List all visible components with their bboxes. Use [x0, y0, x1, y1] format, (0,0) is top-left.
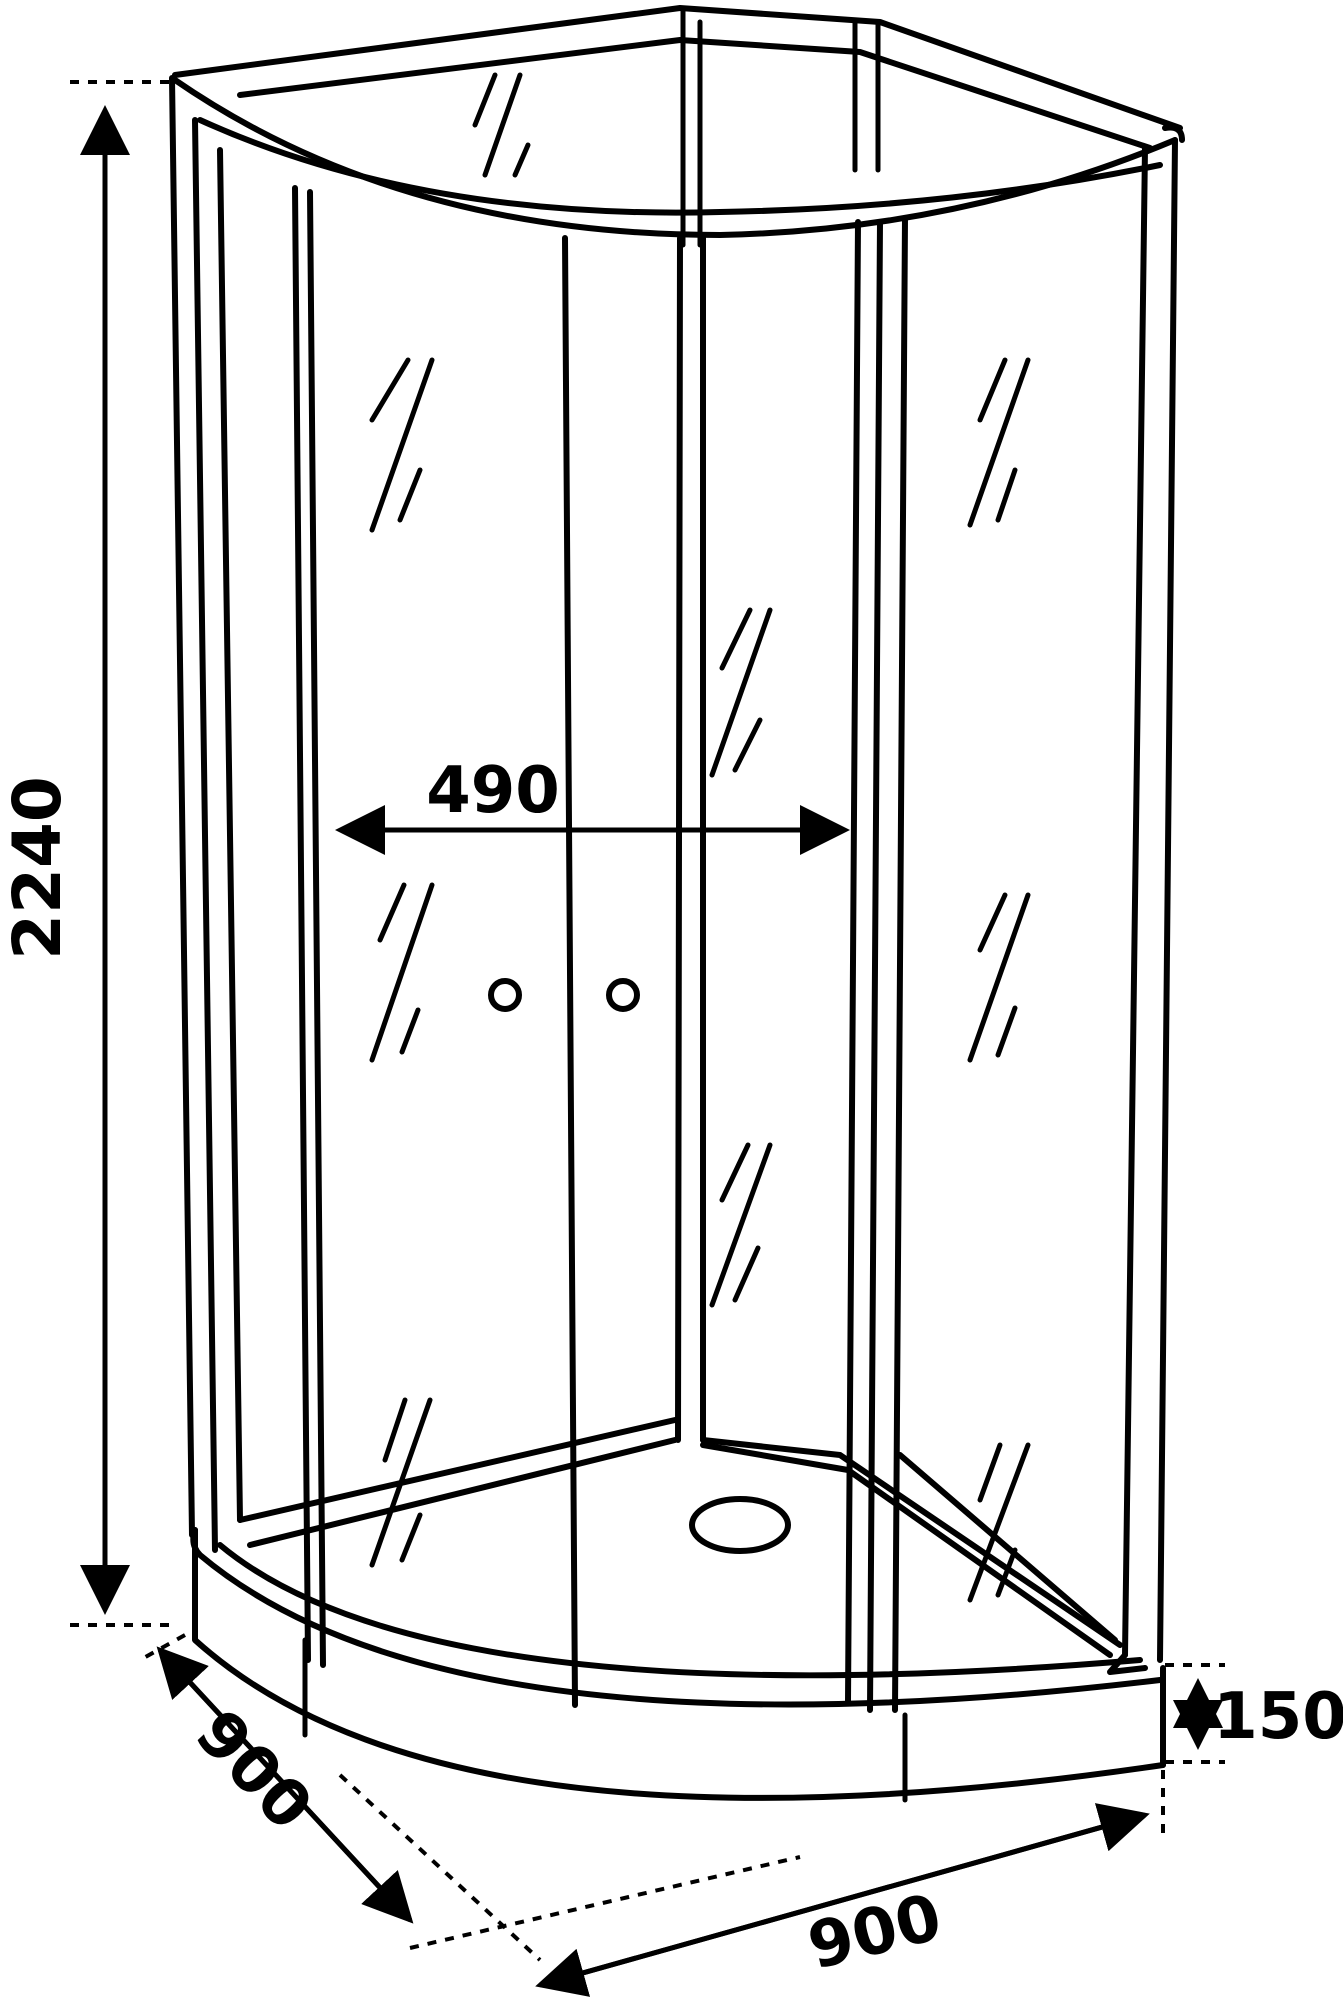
- height-dimension: 2240: [0, 80, 170, 1627]
- roof-frame: [172, 5, 1183, 248]
- shower-tray: [190, 1417, 1166, 1803]
- left-door-handle: [488, 978, 522, 1012]
- right-door-handle: [606, 978, 640, 1012]
- width-dimension: 900: [535, 1770, 1165, 1997]
- tray-height-label: 150: [1213, 1680, 1343, 1754]
- glass-reflections: [369, 72, 1031, 1603]
- frame-posts: [169, 75, 1185, 1713]
- tray-height-dimension: 150: [1165, 1663, 1343, 1764]
- height-label: 2240: [0, 776, 76, 960]
- width-label: 900: [801, 1881, 949, 1985]
- drain-icon: [689, 1496, 791, 1554]
- door-width-label: 490: [426, 754, 560, 828]
- door-width-dimension: 490: [335, 754, 850, 855]
